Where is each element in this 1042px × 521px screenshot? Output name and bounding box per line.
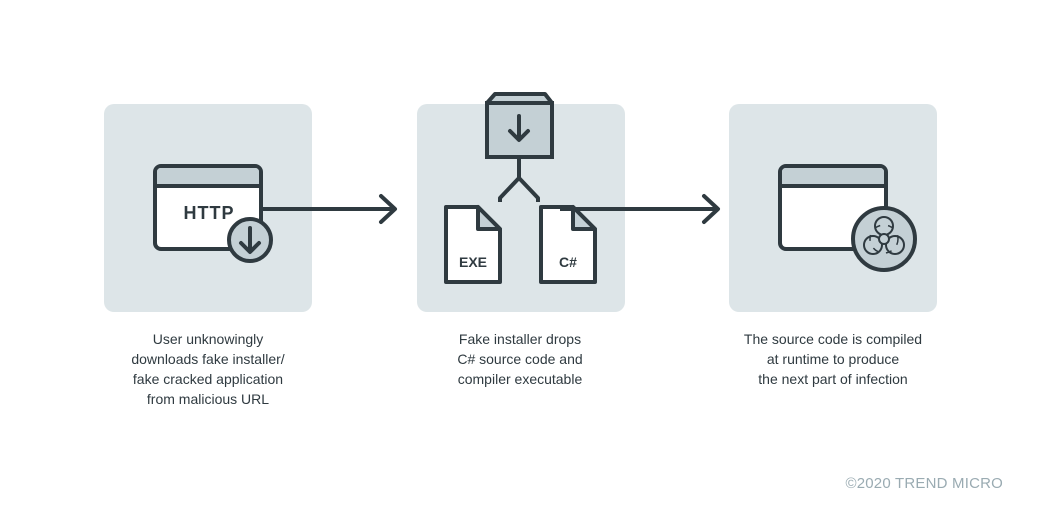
download-icon	[227, 217, 273, 263]
csharp-file-icon: C#	[539, 205, 597, 284]
exe-label: EXE	[459, 254, 487, 270]
drop-branch-connector	[498, 157, 540, 202]
http-label: HTTP	[184, 203, 235, 223]
arrow-right-icon	[560, 194, 720, 224]
step-2-caption: Fake installer drops C# source code and …	[457, 331, 583, 387]
step-3-caption: The source code is compiled at runtime t…	[743, 331, 923, 387]
package-box-icon	[485, 92, 554, 159]
arrow-right-icon	[261, 194, 397, 224]
copyright-notice: ©2020 TREND MICRO	[845, 475, 1003, 492]
biohazard-icon	[851, 206, 917, 272]
exe-file-icon: EXE	[444, 205, 502, 284]
step-1-caption: User unknowingly downloads fake installe…	[131, 331, 285, 407]
csharp-label: C#	[559, 254, 577, 270]
